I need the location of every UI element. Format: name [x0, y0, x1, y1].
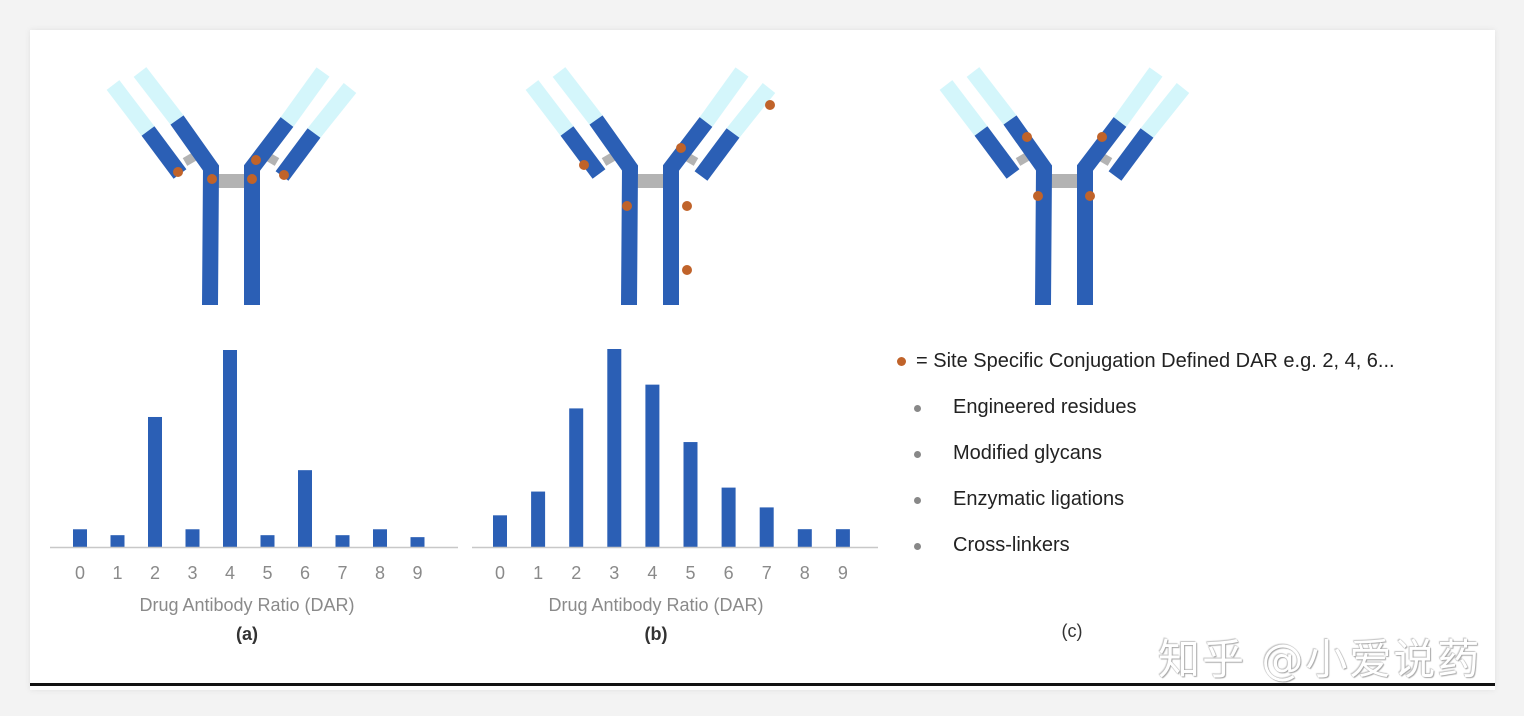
bar-dar-1 [110, 535, 125, 547]
antibody-a [113, 72, 350, 305]
legend-item: Enzymatic ligations [953, 488, 1125, 510]
x-tick-label: 5 [685, 563, 695, 583]
bar-dar-5 [683, 442, 698, 547]
panel-label-c: (c) [1062, 621, 1083, 641]
bullet-icon [914, 405, 921, 412]
x-tick-label: 4 [225, 563, 235, 583]
bar-dar-0 [73, 529, 87, 547]
bar-dar-8 [797, 529, 812, 547]
drug-dot-legend-icon [897, 357, 906, 366]
bar-dar-2 [569, 408, 584, 547]
watermark: 知乎 @小爱说药 [1158, 635, 1482, 684]
bar-dar-8 [373, 529, 387, 547]
x-tick-label: 2 [150, 563, 160, 583]
x-tick-label: 3 [187, 563, 197, 583]
bar-dar-6 [298, 470, 312, 547]
x-tick-label: 7 [337, 563, 347, 583]
drug-dots-c [1022, 132, 1107, 201]
bar-dar-4 [645, 384, 660, 547]
bar-dar-1 [531, 491, 546, 547]
x-tick-label: 1 [112, 563, 122, 583]
bullet-icon [914, 497, 921, 504]
x-axis-title: Drug Antibody Ratio (DAR) [548, 595, 763, 615]
legend-title: = Site Specific Conjugation Defined DAR … [916, 350, 1395, 372]
bar-dar-9 [410, 537, 425, 547]
bar-dar-3 [607, 349, 622, 547]
x-axis-title: Drug Antibody Ratio (DAR) [139, 595, 354, 615]
legend-item: Cross-linkers [953, 534, 1070, 556]
x-tick-label: 9 [838, 563, 848, 583]
x-tick-label: 0 [495, 563, 505, 583]
x-tick-label: 6 [724, 563, 734, 583]
antibody-b [532, 72, 775, 305]
x-tick-label: 8 [800, 563, 810, 583]
panel-label-a: (a) [236, 624, 258, 644]
drug-dots-a [173, 155, 289, 184]
bullet-icon [914, 451, 921, 458]
bar-dar-5 [260, 535, 275, 547]
x-tick-label: 2 [571, 563, 581, 583]
x-tick-label: 0 [75, 563, 85, 583]
legend-item: Modified glycans [953, 442, 1102, 464]
drug-dots-b [579, 100, 775, 275]
x-tick-label: 6 [300, 563, 310, 583]
bar-dar-4 [223, 350, 237, 547]
antibody-c [946, 72, 1183, 305]
x-tick-label: 8 [375, 563, 385, 583]
bar-dar-3 [185, 529, 200, 547]
x-tick-label: 9 [412, 563, 422, 583]
bullet-icon [914, 543, 921, 550]
bar-dar-2 [148, 416, 162, 547]
bar-dar-0 [493, 515, 507, 547]
bar-dar-7 [759, 507, 774, 547]
bottom-divider [30, 683, 1495, 686]
x-tick-label: 4 [647, 563, 657, 583]
legend-item: Engineered residues [953, 396, 1137, 418]
bar-dar-9 [835, 529, 850, 547]
bar-dar-6 [721, 487, 736, 547]
panel-label-b: (b) [645, 624, 668, 644]
x-tick-label: 7 [762, 563, 772, 583]
bar-dar-7 [335, 535, 350, 547]
x-tick-label: 5 [262, 563, 272, 583]
x-tick-label: 3 [609, 563, 619, 583]
x-tick-label: 1 [533, 563, 543, 583]
